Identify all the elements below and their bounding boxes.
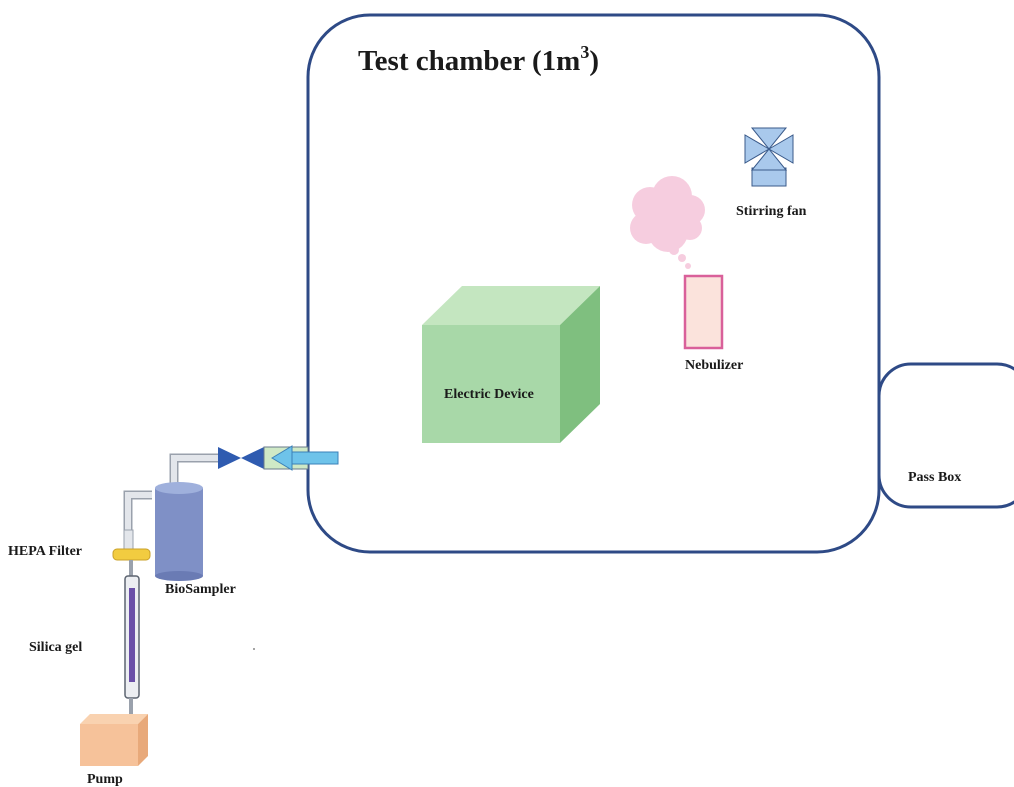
stirring-fan-icon (744, 127, 794, 187)
speck (253, 648, 255, 650)
mist-cloud (630, 176, 705, 269)
electric-device-label: Electric Device (444, 387, 534, 402)
hepa-filter-label: HEPA Filter (8, 544, 82, 559)
test-chamber (306, 13, 881, 554)
sampling-tube (123, 453, 220, 530)
biosampler-label: BioSampler (165, 582, 236, 597)
pump-label: Pump (87, 772, 123, 787)
nebulizer (683, 274, 724, 350)
stirring-fan-label: Stirring fan (736, 204, 807, 219)
pass-box-label: Pass Box (908, 470, 961, 485)
hepa-filter (112, 548, 151, 561)
silica-gel-label: Silica gel (29, 640, 82, 655)
pass-box (877, 362, 1014, 509)
silica-gel-fill (129, 588, 135, 682)
biosampler (155, 482, 203, 581)
nebulizer-label: Nebulizer (685, 358, 743, 373)
electric-device (422, 286, 600, 443)
pump (80, 714, 148, 766)
valve-icon (218, 447, 264, 469)
inflow-arrow-icon (271, 445, 339, 471)
connector-hepa-silica (129, 560, 133, 578)
chamber-title: Test chamber (1m3) (358, 42, 599, 77)
connector-silica-pump (129, 698, 133, 716)
